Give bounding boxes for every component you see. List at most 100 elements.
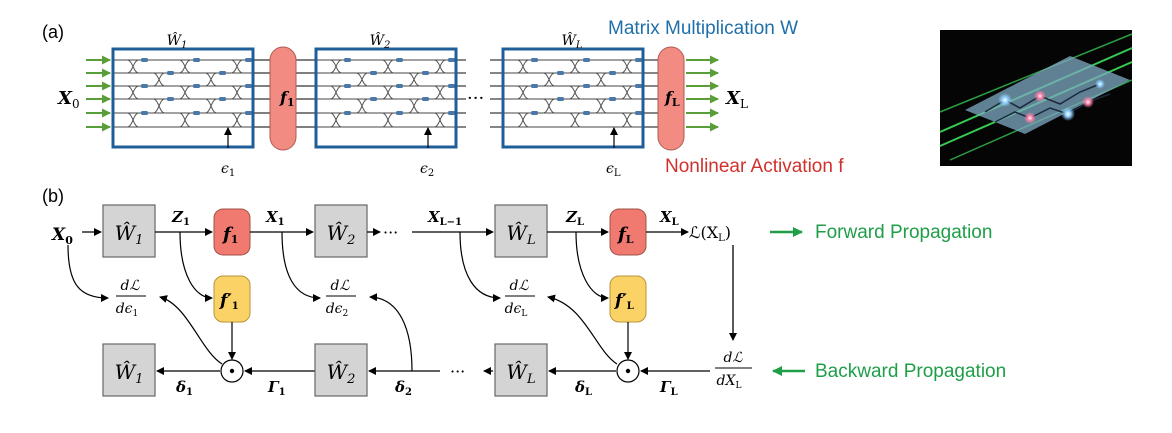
w2-bottom-label: Ŵ2 [327,360,356,387]
phase-shifter [193,111,200,115]
phase-shifter [531,58,538,62]
loss-label: ℒ(XL) [689,223,731,244]
gamma1-label: Γ1 [267,378,286,398]
svg-text:dℒ: dℒ [509,278,529,294]
wl-top-label: ŴL [506,221,535,248]
phase-shifter [193,84,200,88]
svg-text:dXL: dXL [717,373,742,391]
forward-label: Forward Propagation [815,222,992,243]
phase-shifter [245,58,252,62]
panel-a-label: (a) [42,22,64,42]
x0-label: X0 [51,225,73,247]
phase-shifter [370,71,377,75]
nonlinear-note: Nonlinear Activation f [665,156,844,177]
phase-shifter [583,58,590,62]
phase-shifter [583,84,590,88]
input-label: X0 [57,88,80,111]
phase-shifter [531,84,538,88]
w2-top-label: Ŵ2 [327,221,356,248]
fl-top-box [609,208,647,256]
svg-text:dϵ1: dϵ1 [116,301,139,319]
phase-shifter [557,97,564,101]
phase-shifter [344,58,351,62]
phase-shifter [370,97,377,101]
deltaL-label: δL [574,378,592,398]
phase-label-1: ϵ1 [221,161,235,179]
grad-2: dℒ dϵ2 [326,278,356,319]
grad-1: dℒ dϵ1 [116,278,146,319]
z1-label: Z1 [171,208,190,228]
matrix-block-L [501,47,645,149]
phase-shifter [557,71,564,75]
phase-shifter [141,111,148,115]
zl-label: ZL [565,208,584,228]
phase-shifter [193,58,200,62]
phase-shifter [219,97,226,101]
phase-shifter [448,111,455,115]
panel-a: (a) X0 Ŵ1 Ŵ2 ŴL f1 fL ··· ϵ1 ϵ2 ϵL XL [42,18,844,179]
phase-shifter [422,97,429,101]
w2-top-box [314,204,368,258]
output-label: XL [725,88,748,111]
phase-shifter [635,84,642,88]
bottom-ellipsis: ··· [450,362,465,381]
wl-top-box [494,204,548,258]
w1-top-box [102,204,156,258]
phase-shifter [635,111,642,115]
phase-shifter [141,84,148,88]
phase-shifter [422,71,429,75]
phase-shifter [245,111,252,115]
f1-prime-label: f′1 [219,291,239,312]
matrix-block-1 [111,47,255,149]
top-ellipsis: ··· [383,223,398,242]
svg-text:dℒ: dℒ [120,278,140,294]
phase-shifter [167,71,174,75]
panel-b: (b) X0 Ŵ1 Z1 f1 X1 Ŵ2 ··· XL−1 ŴL ZL fL … [42,186,1006,398]
block-title-1: Ŵ1 [167,31,188,51]
panel-a-ellipsis: ··· [467,88,484,109]
phase-shifter [531,111,538,115]
phase-shifter [396,58,403,62]
xl-label: XL [659,208,679,228]
phase-shifter [245,84,252,88]
phase-shifter [344,84,351,88]
wl-bottom-box [494,343,548,397]
phase-shifter [609,97,616,101]
phase-markers [224,127,618,148]
wl-bottom-label: ŴL [506,360,535,387]
phase-shifter [219,71,226,75]
f1-top-box [213,208,251,256]
phase-shifter [448,58,455,62]
gammaL-label: ΓL [659,378,678,398]
fl-prime-label: f′L [614,291,634,312]
waveguide-mesh [86,55,719,132]
activation-fL [657,46,685,151]
phase-shifter [396,111,403,115]
phase-shifter [635,58,642,62]
phase-label-L: ϵL [606,161,621,179]
svg-text:dϵL: dϵL [505,301,528,319]
w2-bottom-box [314,343,368,397]
delta2-label: δ2 [394,378,412,398]
phase-shifter [141,58,148,62]
block-title-L: ŴL [561,31,582,51]
svg-text:dϵ2: dϵ2 [326,301,349,319]
phase-shifter [609,71,616,75]
w1-bottom-box [102,343,156,397]
matrix-note: Matrix Multiplication W [608,18,798,39]
activation-f1 [269,46,297,151]
photonic-chip-image [939,30,1133,166]
svg-text:dℒ: dℒ [723,350,743,366]
grad-L: dℒ dϵL [505,278,535,319]
phase-shifter [167,97,174,101]
phase-shifter [396,84,403,88]
phase-shifter [583,111,590,115]
w1-bottom-label: Ŵ1 [115,360,144,387]
xlm1-label: XL−1 [427,208,462,228]
phase-label-2: ϵ2 [420,161,434,179]
activation-f1-label: f1 [279,88,295,109]
phase-shifter [344,111,351,115]
dl-dx-fraction: dℒ dXL [715,350,752,391]
w1-top-label: Ŵ1 [115,221,144,248]
